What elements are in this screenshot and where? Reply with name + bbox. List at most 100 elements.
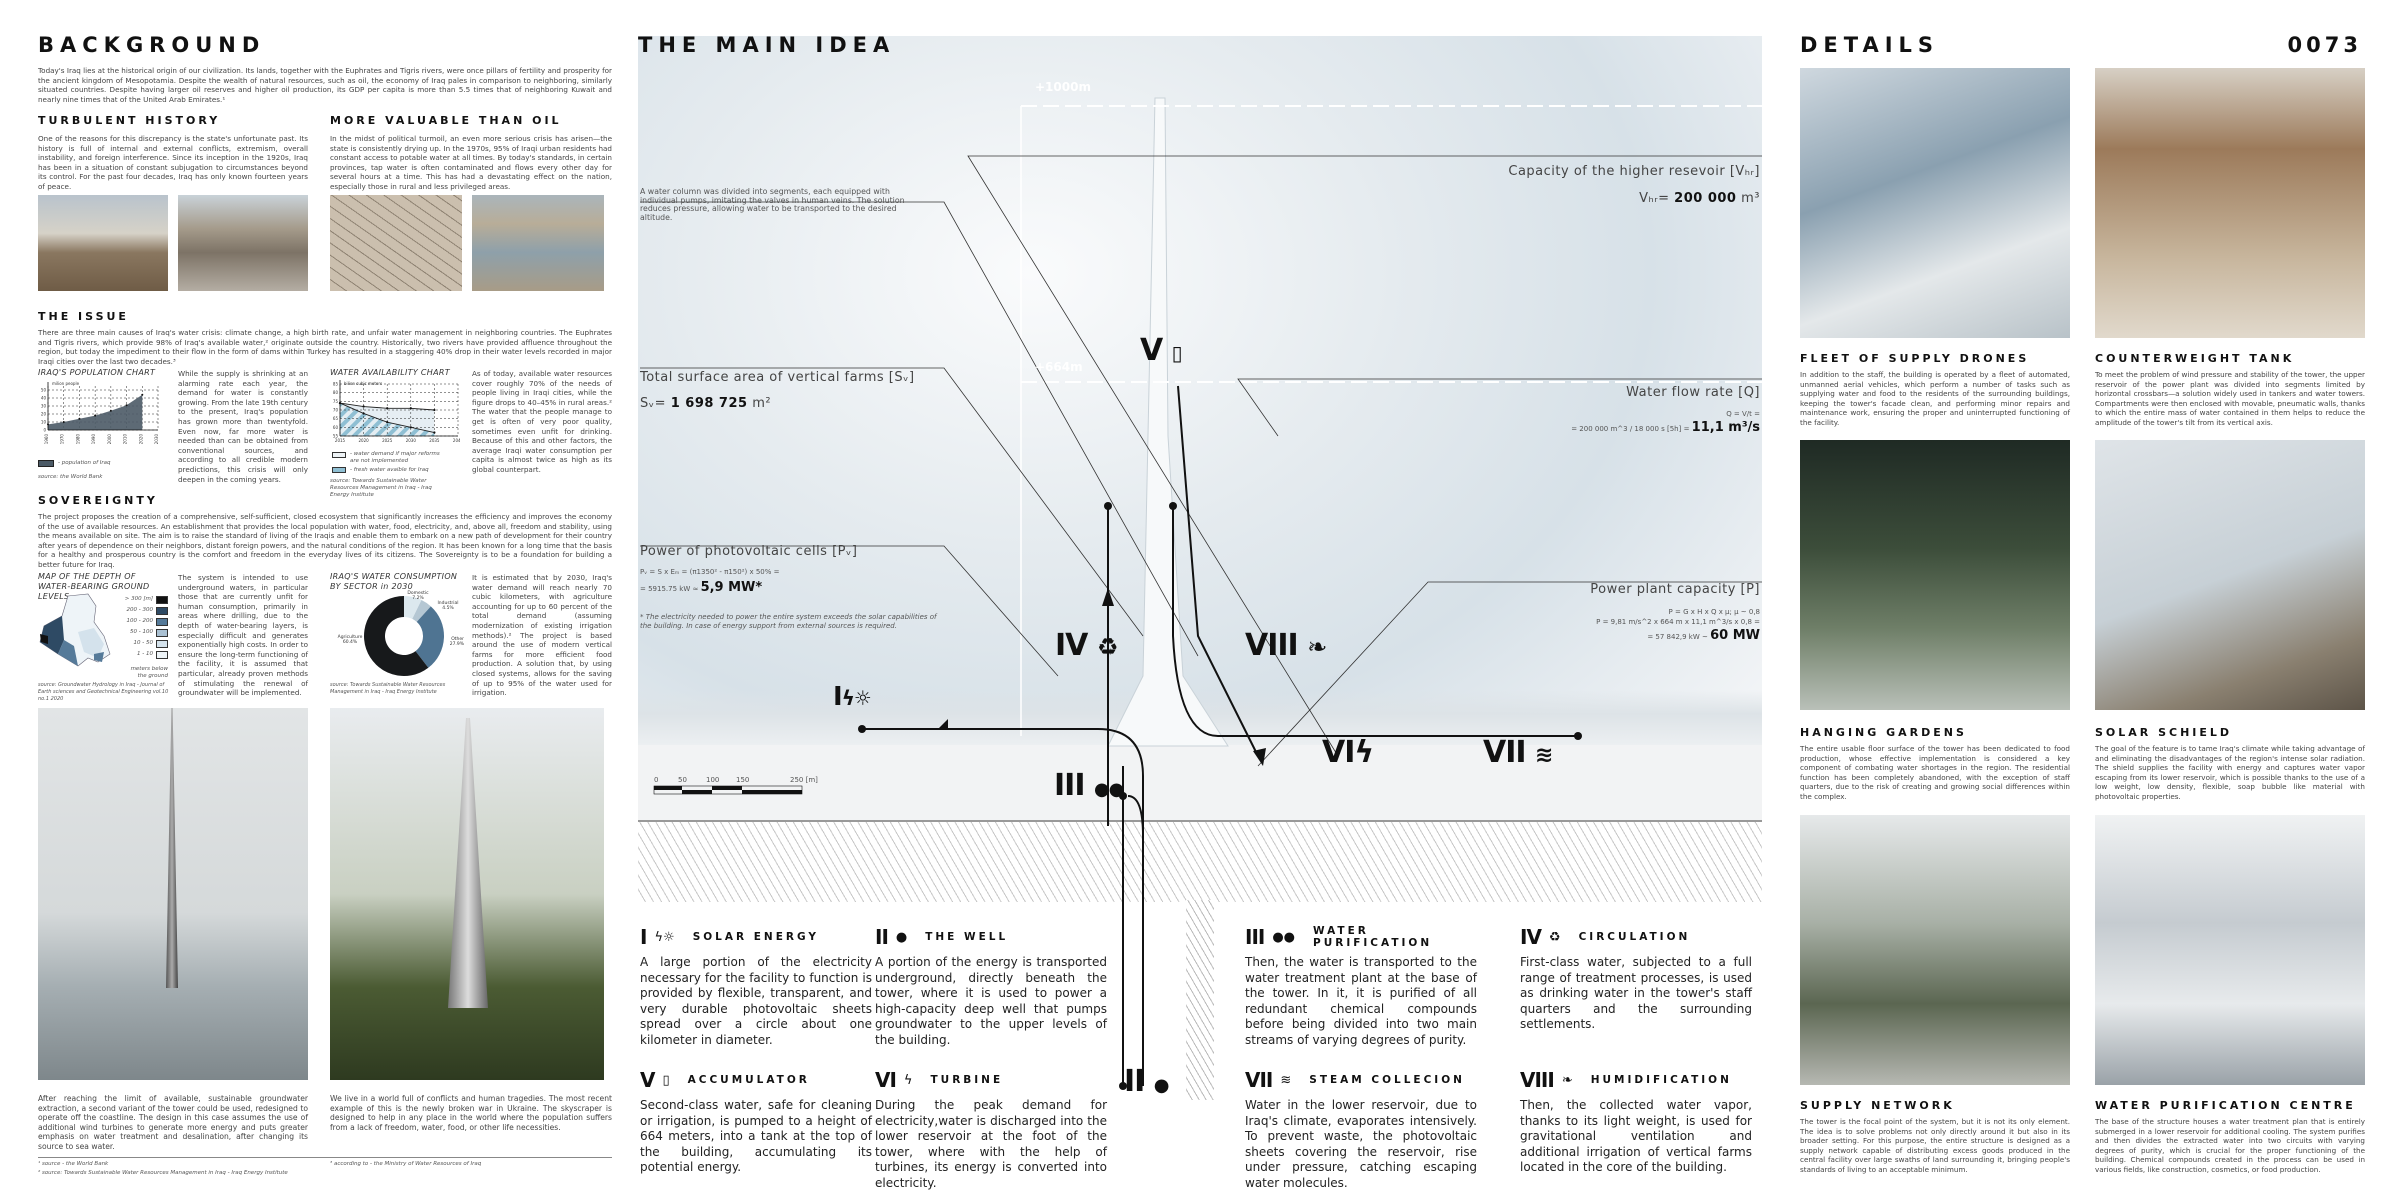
fleet-of-supply-drones-image <box>1800 68 2070 338</box>
farms-value: 1 698 725 <box>670 396 748 411</box>
slice-domestic <box>404 596 422 619</box>
the-issue-text: There are three main causes of Iraq's wa… <box>38 328 612 366</box>
dry-river-photo <box>472 195 604 291</box>
solar-schield-text: The goal of the feature is to tame Iraq'… <box>2095 744 2365 801</box>
counterweight-tank-text: To meet the problem of wind pressure and… <box>2095 370 2365 427</box>
scale-0: 0 <box>654 776 659 784</box>
sovereignty-text: The project proposes the creation of a c… <box>38 512 612 569</box>
slice-value: 4.5% <box>442 605 454 611</box>
steam-icon: ≋ <box>1280 1072 1292 1088</box>
population-source: source: the World Bank <box>38 474 103 480</box>
pie-title: IRAQ'S WATER CONSUMPTION BY SECTOR in 20… <box>330 572 458 591</box>
y-tick-label: 55 <box>333 434 339 439</box>
farms-label: Total surface area of vertical farms [Sᵥ… <box>640 370 915 385</box>
level-1000-label: +1000m <box>1035 80 1091 94</box>
iraq-depth-map <box>39 593 111 667</box>
footnote-3: ³ according to - the Ministry of Water R… <box>330 1161 482 1167</box>
step-title: THE WELL <box>925 931 1009 943</box>
node-steam <box>1574 732 1582 740</box>
map-legend-item: 50 - 100 <box>122 627 168 638</box>
step-title: CIRCULATION <box>1578 931 1691 943</box>
background-intro: Today's Iraq lies at the historical orig… <box>38 66 612 104</box>
footnote-2: ² source: Towards Sustainable Water Reso… <box>38 1170 288 1176</box>
population-chart-title: IRAQ'S POPULATION CHART <box>38 368 156 377</box>
ground-hatch <box>638 820 1762 902</box>
arrow-left <box>938 719 948 729</box>
pv-label: Power of photovoltaic cells [Pᵥ] <box>640 544 858 559</box>
slice-other <box>415 606 444 668</box>
step-title: HUMIDIFICATION <box>1590 1074 1732 1086</box>
x-tick-label: 2020 <box>138 434 143 445</box>
step-text: During the peak demand for electricity,w… <box>875 1098 1107 1190</box>
y-tick-label: 70 <box>333 408 339 413</box>
tower-shape <box>1107 97 1229 747</box>
step-numeral: V <box>640 1068 656 1092</box>
flow-humid <box>1172 506 1578 737</box>
numeral-i: Iϟ☼ <box>833 682 872 712</box>
step-title: SOLAR ENERGY <box>692 931 819 943</box>
y-tick-label: 50 <box>41 388 47 393</box>
step-numeral: III <box>1245 925 1265 949</box>
data-point <box>141 393 144 396</box>
water-chart-title: WATER AVAILABILITY CHART <box>330 368 450 377</box>
column-note: A water column was divided into segments… <box>640 187 905 222</box>
y-tick-label: 75 <box>333 399 339 404</box>
step-numeral: VI <box>875 1068 897 1092</box>
arrow-down <box>1253 748 1266 766</box>
drop-icon: ● <box>1153 1075 1170 1096</box>
ruins-photo <box>178 195 308 291</box>
details-title: DETAILS <box>1800 33 1940 57</box>
scale-bar <box>653 785 803 795</box>
main-idea-title: THE MAIN IDEA <box>638 33 896 57</box>
y-tick-label: 85 <box>333 382 339 387</box>
scale-150: 150 <box>736 776 750 784</box>
leader-flow <box>1237 378 1762 437</box>
drop-icon: ● <box>895 929 908 945</box>
water-chart-source: source: Towards Sustainable Water Resour… <box>330 478 432 498</box>
legend-swatch <box>156 606 168 615</box>
legend-swatch <box>156 639 168 648</box>
supply-network-heading: SUPPLY NETWORK <box>1800 1099 1955 1112</box>
counterweight-tank-image <box>2095 68 2365 338</box>
map-source: source: Groundwater Hydrology in Iraq - … <box>38 682 169 702</box>
solar-schield-image <box>2095 440 2365 710</box>
numeral-ii: II ● <box>1124 1064 1169 1099</box>
arrow-up <box>1102 588 1114 606</box>
two-drops-icon: ●● <box>1093 779 1124 800</box>
water-purification-centre-heading: WATER PURIFICATION CENTRE <box>2095 1099 2356 1112</box>
plant-result: = 57 842,9 kW ~ <box>1647 633 1711 641</box>
step-title: TURBINE <box>930 1074 1004 1086</box>
flow-result: = 200 000 m^3 / 18 000 s [5h] = <box>1571 425 1692 433</box>
leader-pv <box>640 545 1059 677</box>
scale-50: 50 <box>678 776 687 784</box>
data-point <box>409 407 412 410</box>
y-tick-label: 30 <box>41 404 47 409</box>
step-numeral: II <box>875 925 889 949</box>
footnote-divider <box>38 1157 612 1158</box>
data-point <box>409 426 412 429</box>
data-point <box>362 405 365 408</box>
y-tick-label: 80 <box>333 390 339 395</box>
data-point <box>109 409 112 412</box>
flow-label: Water flow rate [Q] <box>1626 385 1760 400</box>
x-tick-label: 1960 <box>44 434 49 445</box>
reservoir-unit: m³ <box>1736 191 1760 206</box>
offshore-text: After reaching the limit of available, s… <box>38 1094 308 1151</box>
reservoir-formula: Vₕᵣ= 200 000 m³ <box>1639 191 1760 206</box>
slice-industrial <box>412 600 431 622</box>
footnote-1: ¹ source - the World Bank <box>38 1161 109 1167</box>
supply-network-text: The tower is the focal point of the syst… <box>1800 1117 2070 1174</box>
hanging-gardens-image <box>1800 440 2070 710</box>
data-point <box>125 404 128 407</box>
pv-value: 5,9 MW* <box>700 580 763 595</box>
x-tick-label: 2025 <box>382 438 393 443</box>
slice-label: Agriculture <box>338 634 363 640</box>
ukraine-text: We live in a world full of conflicts and… <box>330 1094 612 1132</box>
farms-formula: Sᵥ= 1 698 725 m² <box>640 396 771 411</box>
solar-schield-heading: SOLAR SCHIELD <box>2095 726 2233 739</box>
data-point <box>62 421 65 423</box>
